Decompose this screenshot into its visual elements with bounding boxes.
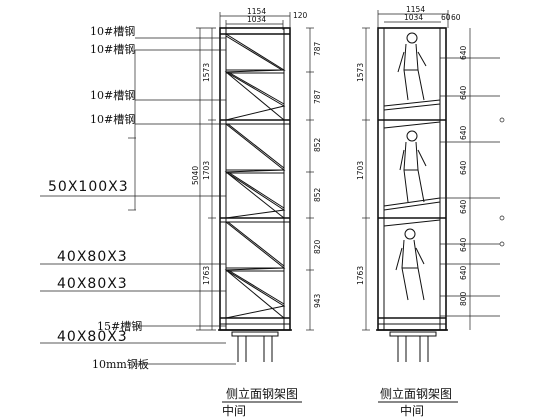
- left-right-dimensions: 787 787 852 852 820 943: [306, 27, 322, 331]
- rv-left-1573: 1573: [356, 63, 365, 82]
- left-frame: [218, 27, 292, 362]
- left-dim-inner: 1034: [247, 15, 266, 24]
- rv-right-640-5: 640: [459, 199, 468, 214]
- left-dim-edge: 120: [293, 11, 308, 20]
- person-figure-top: [397, 32, 427, 101]
- left-dim-outer: 1154: [247, 7, 266, 16]
- left-dim-1703: 1703: [202, 161, 211, 180]
- label-tube-50x100: 50X100X3: [48, 179, 129, 195]
- right-dim-943: 943: [313, 293, 322, 308]
- rv-right-640-4: 640: [459, 160, 468, 175]
- label-tube-40x80-c: 40X80X3: [57, 329, 128, 345]
- rv-right-640-2: 640: [459, 85, 468, 100]
- right-caption: 侧立面钢架图 中间: [378, 386, 458, 418]
- rv-right-640-7: 640: [459, 265, 468, 280]
- rv-dim-outer: 1154: [406, 5, 425, 14]
- right-frame: [376, 27, 448, 362]
- person-figure-bottom: [395, 228, 425, 301]
- left-side-dimensions: 1573 1703 1763 5040: [191, 27, 216, 331]
- right-elevation: 1154 1034 60 60: [356, 5, 505, 418]
- left-elevation: 1154 1034 120: [40, 7, 322, 418]
- label-channel-15: 15#槽钢: [97, 320, 142, 333]
- rv-dim-e1: 60: [441, 13, 451, 22]
- right-left-dimensions: 1573 1703 1763: [356, 27, 370, 331]
- right-right-dimensions: 640 640 640 640 640 640 640 800: [440, 28, 505, 330]
- right-dim-852b: 852: [313, 187, 322, 202]
- right-top-dimensions: 1154 1034 60 60: [377, 5, 461, 28]
- label-channel-3: 10#槽钢: [90, 89, 135, 102]
- rv-right-800: 800: [459, 291, 468, 306]
- rv-dim-e2: 60: [451, 13, 461, 22]
- left-caption: 侧立面钢架图 中间: [222, 386, 302, 418]
- right-dim-787b: 787: [313, 89, 322, 104]
- rv-left-1763: 1763: [356, 266, 365, 285]
- left-dim-1763: 1763: [202, 266, 211, 285]
- left-dim-1573: 1573: [202, 63, 211, 82]
- left-top-dimensions: 1154 1034 120: [219, 7, 308, 30]
- rv-left-1703: 1703: [356, 161, 365, 180]
- left-callouts: 10#槽钢 10#槽钢 10#槽钢 10#槽钢 50X100X3 40X80X3…: [40, 25, 236, 371]
- label-channel-2: 10#槽钢: [90, 43, 135, 56]
- left-dim-total: 5040: [191, 166, 200, 185]
- rv-dim-inner: 1034: [404, 13, 423, 22]
- left-caption-sub: 中间: [222, 403, 246, 418]
- label-tube-40x80-b: 40X80X3: [57, 276, 128, 292]
- right-dim-852a: 852: [313, 137, 322, 152]
- right-caption-title: 侧立面钢架图: [380, 386, 452, 401]
- right-dim-787a: 787: [313, 41, 322, 56]
- label-channel-4: 10#槽钢: [90, 113, 135, 126]
- right-dim-820: 820: [313, 239, 322, 254]
- rv-right-640-3: 640: [459, 125, 468, 140]
- label-steel-plate: 10mm钢板: [92, 357, 149, 371]
- right-caption-sub: 中间: [400, 403, 424, 418]
- rv-right-640-1: 640: [459, 45, 468, 60]
- left-caption-title: 侧立面钢架图: [226, 386, 298, 401]
- rv-right-640-6: 640: [459, 237, 468, 252]
- label-tube-40x80-a: 40X80X3: [57, 249, 128, 265]
- label-channel-1: 10#槽钢: [90, 25, 135, 38]
- person-figure-middle: [399, 130, 427, 203]
